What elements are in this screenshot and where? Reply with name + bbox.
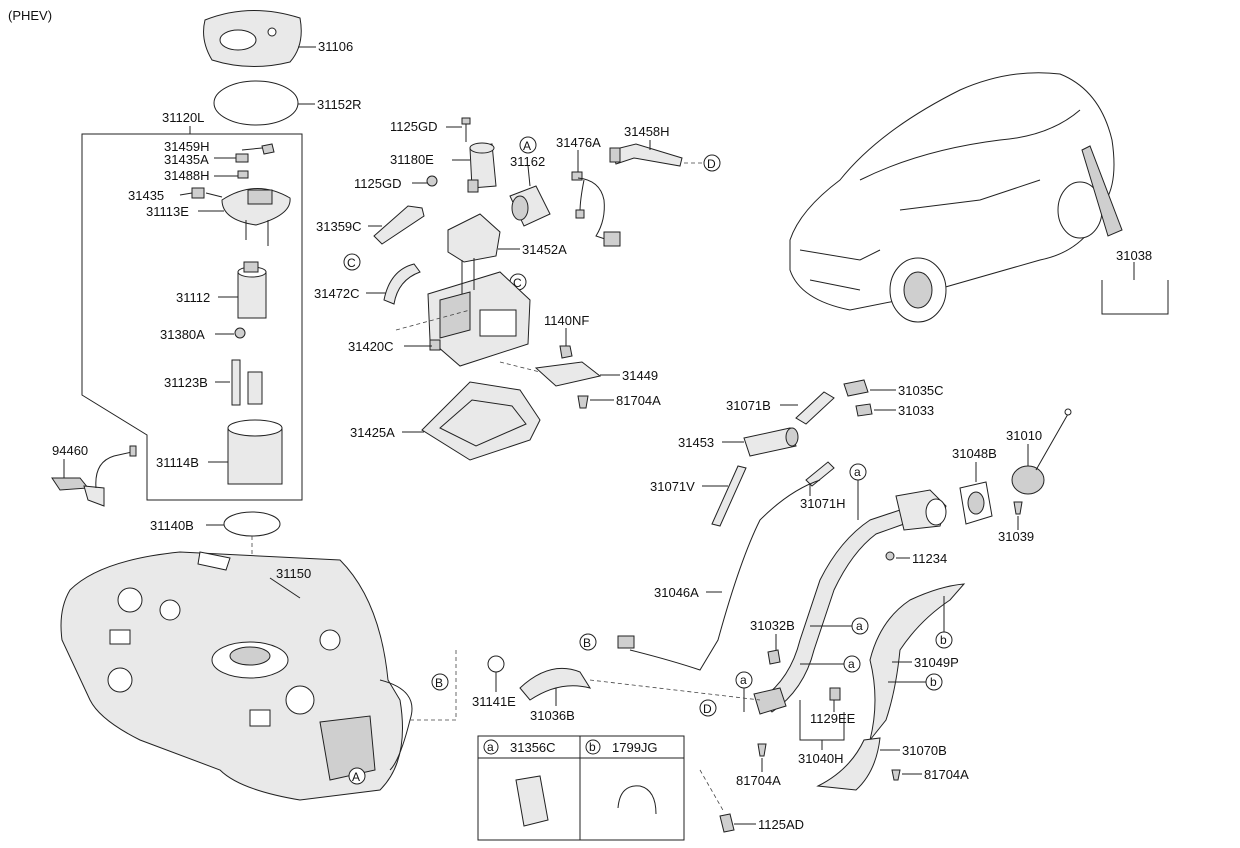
- ref-marker-C-canister: C: [513, 276, 522, 290]
- part-label-81704A-c: 81704A: [924, 767, 969, 782]
- canister-hose-part: [373, 205, 425, 245]
- ref-marker-A-valve: A: [523, 139, 531, 153]
- part-label-1125GD-top: 1125GD: [390, 119, 437, 134]
- variant-label: (PHEV): [8, 8, 52, 23]
- seal-ring-part: [213, 80, 299, 126]
- pump-small-parts: [191, 143, 291, 485]
- ref-marker-A-tank: A: [352, 770, 360, 784]
- ref-marker-D-neck: D: [703, 702, 712, 716]
- filler-protector-part: [869, 583, 966, 741]
- part-label-31071V: 31071V: [650, 479, 695, 494]
- ref-marker-a-mid2: a: [848, 657, 855, 671]
- part-label-31472C: 31472C: [314, 286, 360, 301]
- part-label-1140NF: 1140NF: [544, 313, 589, 328]
- vapor-hose-harness-part: [571, 171, 621, 247]
- fuel-cap-part: [1011, 408, 1072, 495]
- ref-marker-B-clamp: B: [435, 676, 443, 690]
- part-label-31380A: 31380A: [160, 327, 205, 342]
- part-label-31049P: 31049P: [914, 655, 959, 670]
- part-label-31140B: 31140B: [150, 518, 194, 533]
- part-label-1125AD: 1125AD: [758, 817, 804, 832]
- pump-assembly-bracket: [81, 133, 303, 501]
- ref-marker-C-hose: C: [347, 256, 356, 270]
- part-label-31359C: 31359C: [316, 219, 362, 234]
- ref-marker-B-line: B: [583, 636, 591, 650]
- part-label-94460: 94460: [52, 443, 88, 458]
- part-label-81704A-a: 81704A: [616, 393, 661, 408]
- part-label-31150: 31150: [276, 566, 311, 581]
- part-label-31114B: 31114B: [156, 455, 199, 470]
- part-label-31180E: 31180E: [390, 152, 434, 167]
- purge-valve-part: [426, 117, 497, 193]
- filler-neck-part: [753, 489, 947, 715]
- part-label-31035C: 31035C: [898, 383, 944, 398]
- part-label-31141E: 31141E: [472, 694, 516, 709]
- ref-marker-a-mid1: a: [856, 619, 863, 633]
- part-label-31070B: 31070B: [902, 743, 947, 758]
- part-label-31458H: 31458H: [624, 124, 670, 139]
- part-label-31039: 31039: [998, 529, 1034, 544]
- legend-part-a: 31356C: [510, 740, 556, 755]
- ref-marker-b-upper: b: [940, 633, 947, 647]
- part-label-31010: 31010: [1006, 428, 1042, 443]
- part-label-31071B: 31071B: [726, 398, 771, 413]
- part-label-31162: 31162: [510, 154, 545, 169]
- fuel-pump-cover-part: [203, 10, 302, 68]
- part-label-31071H: 31071H: [800, 496, 846, 511]
- legend-key-b: b: [589, 740, 596, 754]
- part-label-31112: 31112: [176, 290, 210, 305]
- part-label-31488H: 31488H: [164, 168, 210, 183]
- vehicle-illustration: [789, 72, 1123, 323]
- part-label-31425A: 31425A: [350, 425, 395, 440]
- part-label-31113E: 31113E: [146, 204, 189, 219]
- legend-part-b: 1799JG: [612, 740, 658, 755]
- fuel-sensor-part: [51, 445, 137, 507]
- part-label-31036B: 31036B: [530, 708, 575, 723]
- part-label-31459H: 31459H: [164, 139, 210, 154]
- canister-filter-part: [509, 185, 551, 227]
- charcoal-canister-part: [427, 258, 531, 367]
- legend-table: [477, 735, 685, 841]
- part-label-31435: 31435: [128, 188, 164, 203]
- canister-tube-part: [383, 263, 421, 305]
- part-label-31046A: 31046A: [654, 585, 699, 600]
- part-label-1129EE: 1129EE: [810, 711, 856, 726]
- tank-gasket-part: [223, 511, 281, 537]
- part-label-31123B: 31123B: [164, 375, 208, 390]
- ref-marker-a-low: a: [740, 673, 747, 687]
- vapor-hose-part: [609, 143, 683, 167]
- filler-hose-part: [519, 667, 592, 701]
- part-label-31449: 31449: [622, 368, 658, 383]
- vent-line-part: [629, 479, 821, 671]
- filler-bracket-part: [816, 737, 881, 791]
- part-label-11234: 11234: [912, 551, 947, 566]
- canister-cover-part: [421, 381, 541, 461]
- canister-bracket-part: [447, 213, 501, 263]
- part-label-31120L: 31120L: [162, 110, 204, 125]
- part-label-81704A-b: 81704A: [736, 773, 781, 788]
- part-label-31106: 31106: [318, 39, 353, 54]
- part-label-31032B: 31032B: [750, 618, 795, 633]
- canister-shield-part: [534, 361, 602, 387]
- part-label-31476A: 31476A: [556, 135, 601, 150]
- part-label-31040H: 31040H: [798, 751, 844, 766]
- part-label-31033: 31033: [898, 403, 934, 418]
- ref-marker-a-top: a: [854, 465, 861, 479]
- part-label-1125GD-mid: 1125GD: [354, 176, 401, 191]
- part-label-31152R: 31152R: [317, 97, 362, 112]
- ref-marker-D-hose: D: [707, 157, 716, 171]
- legend-key-a: a: [487, 740, 494, 754]
- part-label-31453: 31453: [678, 435, 714, 450]
- ref-marker-b-lower: b: [930, 675, 937, 689]
- part-label-31452A: 31452A: [522, 242, 567, 257]
- part-label-31435A: 31435A: [164, 152, 209, 167]
- part-label-31048B: 31048B: [952, 446, 997, 461]
- part-label-31038: 31038: [1116, 248, 1152, 263]
- fuel-tank-part: [60, 551, 413, 801]
- part-label-31420C: 31420C: [348, 339, 394, 354]
